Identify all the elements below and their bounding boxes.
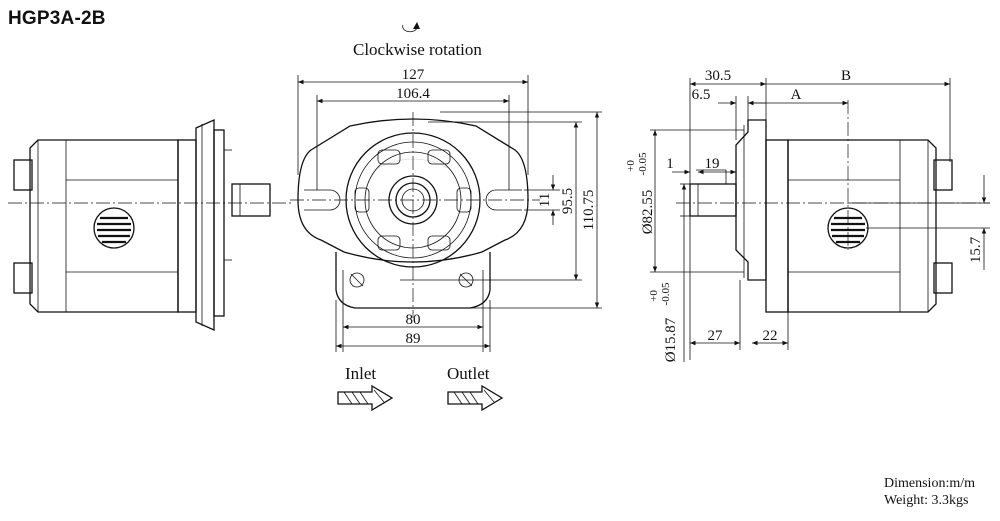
dim-shaft-tol-lower: -0.05 xyxy=(660,282,672,305)
dim-110-75: 110.75 xyxy=(581,190,597,231)
clockwise-rotation-icon xyxy=(402,22,420,33)
dim-B: B xyxy=(841,68,851,84)
rotation-label: Clockwise rotation xyxy=(353,40,482,59)
dim-pilot-tol-lower: -0.05 xyxy=(637,152,649,175)
weight-note: Weight: 3.3kgs xyxy=(884,493,969,508)
model-title: HGP3A-2B xyxy=(8,8,106,29)
dim-19: 19 xyxy=(705,156,720,172)
dim-15-7: 15.7 xyxy=(968,236,984,263)
dim-A: A xyxy=(791,87,802,103)
dim-shaft-diameter: Ø15.87 xyxy=(663,317,679,362)
dim-6-5: 6.5 xyxy=(692,87,711,103)
dim-127: 127 xyxy=(402,67,425,83)
outlet-arrow-icon xyxy=(447,384,504,412)
outlet-label: Outlet xyxy=(447,364,490,383)
front-view xyxy=(290,22,602,352)
dim-pilot-tol-upper: +0 xyxy=(625,160,637,172)
dim-95-5: 95.5 xyxy=(560,188,576,214)
dim-shaft-tol-upper: +0 xyxy=(648,290,660,302)
dim-1: 1 xyxy=(666,156,674,172)
dim-11: 11 xyxy=(537,193,553,207)
inlet-arrow-icon xyxy=(337,384,394,412)
dim-106-4: 106.4 xyxy=(396,86,430,102)
right-side-view xyxy=(650,78,990,362)
dim-27: 27 xyxy=(708,328,724,344)
dimension-unit-note: Dimension:m/m xyxy=(884,476,975,491)
dim-pilot-diameter: Ø82.55 xyxy=(640,190,656,235)
inlet-label: Inlet xyxy=(345,364,377,383)
dim-80: 80 xyxy=(406,312,421,328)
dim-89: 89 xyxy=(406,331,421,347)
left-side-view xyxy=(8,118,292,332)
dim-30-5: 30.5 xyxy=(705,68,731,84)
dim-22: 22 xyxy=(763,328,778,344)
notes-block: Dimension:m/m Weight: 3.3kgs xyxy=(884,475,975,509)
